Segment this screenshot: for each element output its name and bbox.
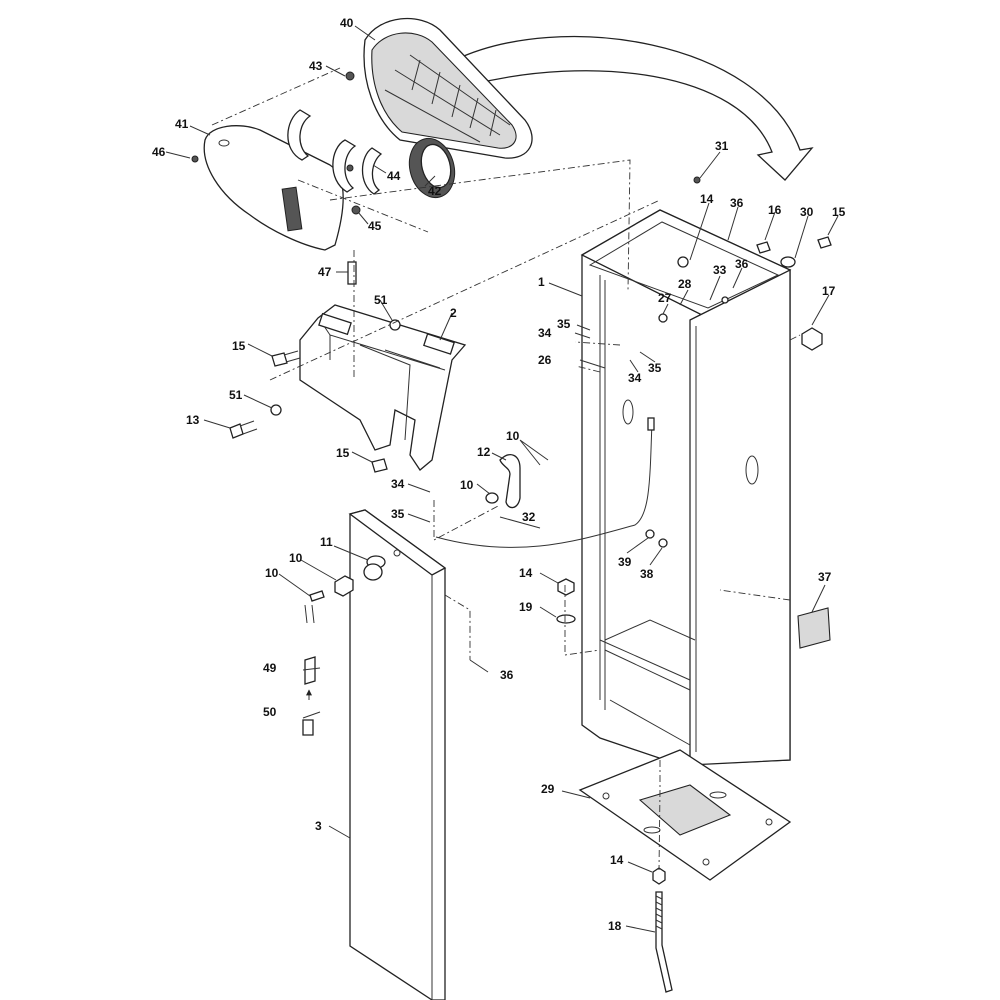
label-19: 19 (519, 600, 533, 614)
label-10a: 10 (289, 551, 303, 565)
nut-14 (557, 578, 575, 596)
part-labels: 40 43 41 46 44 42 45 47 51 2 15 51 13 15… (152, 16, 846, 933)
label-35a: 35 (391, 507, 405, 521)
clamp-left (287, 109, 312, 161)
label-14a: 14 (519, 566, 533, 580)
top-cover (363, 17, 533, 159)
label-14c: 14 (610, 853, 624, 867)
label-26: 26 (538, 353, 552, 367)
label-49: 49 (263, 661, 277, 675)
label-45: 45 (368, 219, 382, 233)
label-41: 41 (175, 117, 189, 131)
assembly-lines (211, 67, 801, 871)
label-15c: 15 (832, 205, 846, 219)
label-16: 16 (768, 203, 782, 217)
label-12: 12 (477, 445, 491, 459)
mounting-bracket (299, 304, 467, 471)
label-32: 32 (522, 510, 536, 524)
label-10b: 10 (265, 566, 279, 580)
label-10c: 10 (460, 478, 474, 492)
label-34c: 34 (628, 371, 642, 385)
leader-lines (165, 25, 839, 933)
label-39: 39 (618, 555, 632, 569)
pin-47 (347, 261, 357, 285)
label-47: 47 (318, 265, 332, 279)
cable (435, 419, 653, 548)
label-33: 33 (713, 263, 727, 277)
assembly-direction-arrow (454, 36, 814, 181)
label-13: 13 (186, 413, 200, 427)
label-18: 18 (608, 919, 622, 933)
label-27: 27 (658, 291, 672, 305)
clamp-right (332, 139, 357, 193)
label-31: 31 (715, 139, 729, 153)
label-2: 2 (450, 306, 457, 320)
label-37: 37 (818, 570, 832, 584)
label-50: 50 (263, 705, 277, 719)
label-30: 30 (800, 205, 814, 219)
spring-part (408, 137, 456, 199)
label-14b: 14 (700, 192, 714, 206)
clamp-right-2 (361, 147, 383, 195)
label-34a: 34 (391, 477, 405, 491)
label-34b: 34 (538, 326, 552, 340)
label-15b: 15 (336, 446, 350, 460)
label-28: 28 (678, 277, 692, 291)
washer-10 (485, 492, 499, 504)
label-44: 44 (387, 169, 401, 183)
base-plate (578, 749, 792, 881)
label-35c: 35 (648, 361, 662, 375)
label-17: 17 (822, 284, 836, 298)
handle (499, 454, 521, 509)
label-15a: 15 (232, 339, 246, 353)
label-11: 11 (320, 535, 333, 549)
bracket-bolts (229, 319, 401, 473)
label-1: 1 (538, 275, 545, 289)
lock-parts (302, 563, 383, 736)
label-42: 42 (428, 184, 442, 198)
washer-19 (556, 614, 576, 624)
label-29: 29 (541, 782, 555, 796)
label-38: 38 (640, 567, 654, 581)
label-36b: 36 (730, 196, 744, 210)
label-36a: 36 (500, 668, 514, 682)
label-35b: 35 (557, 317, 571, 331)
label-43: 43 (309, 59, 323, 73)
main-housing (580, 209, 792, 766)
screws (191, 71, 701, 215)
label-3: 3 (315, 819, 322, 833)
anchor-bolt (652, 867, 673, 993)
housing-side-parts (756, 236, 832, 649)
label-46: 46 (152, 145, 166, 159)
label-36c: 36 (735, 257, 749, 271)
housing-cover (203, 125, 344, 251)
label-51b: 51 (229, 388, 243, 402)
label-10d: 10 (506, 429, 520, 443)
label-40: 40 (340, 16, 354, 30)
label-51a: 51 (374, 293, 388, 307)
door-panel (348, 509, 447, 1000)
